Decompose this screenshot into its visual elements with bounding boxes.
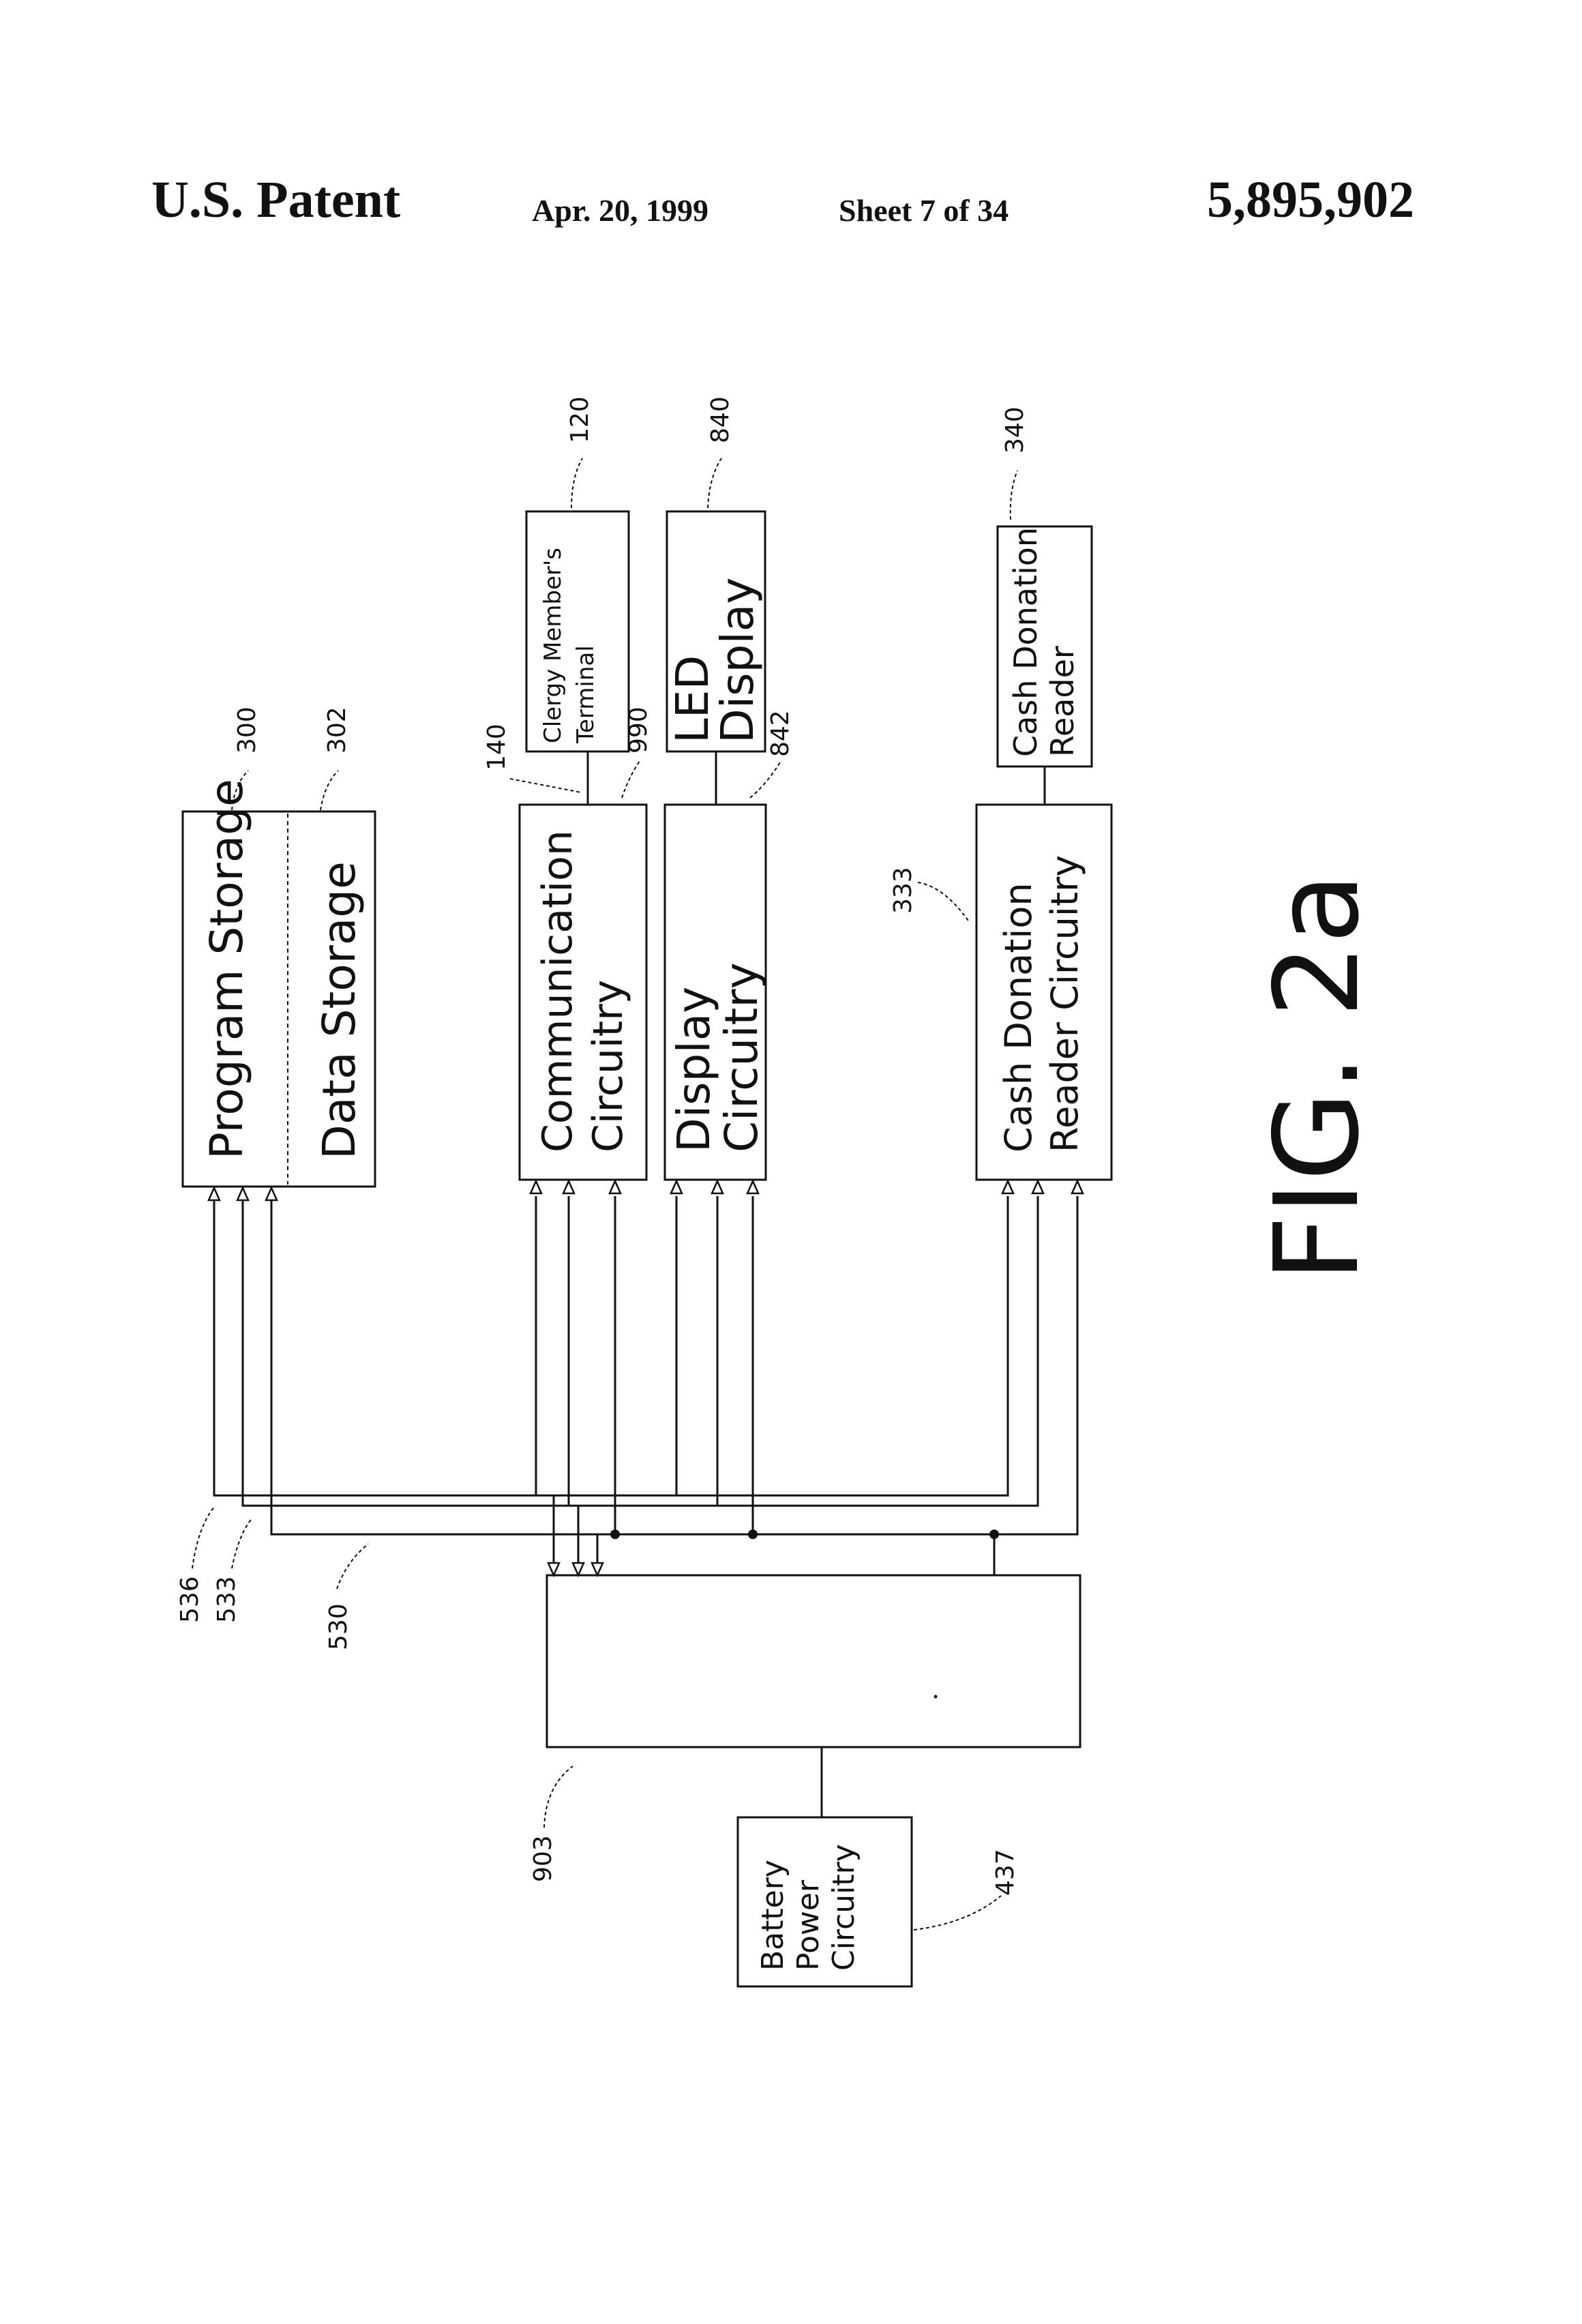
bus-536 (214, 1196, 1008, 1495)
arrow-icon (531, 1181, 541, 1193)
arrow-icon (1002, 1181, 1013, 1193)
battery-label-line2: Power (791, 1879, 826, 1971)
arrow-icon (747, 1181, 758, 1193)
ref-437: 437 (991, 1849, 1019, 1896)
processor-box (547, 1575, 1080, 1747)
leader-990 (622, 761, 640, 798)
leader-140 (510, 779, 581, 792)
comm-label-line2: Circuitry (584, 980, 632, 1152)
leader-333 (918, 882, 968, 921)
arrow-icon (1072, 1181, 1083, 1193)
ref-140: 140 (483, 724, 511, 771)
leader-903 (544, 1766, 573, 1828)
cash-circuitry-label-line2: Reader Circuitry (1043, 855, 1086, 1152)
led-label-line2: Display (711, 578, 764, 743)
figure-caption: FIG. 2a (1250, 873, 1385, 1282)
ref-333: 333 (889, 867, 917, 914)
leader-842 (750, 762, 780, 798)
arrow-icon (266, 1188, 277, 1200)
comm-label-line1: Communication (534, 830, 582, 1152)
arrow-icon (671, 1181, 682, 1193)
junction-dot (748, 1530, 758, 1539)
ref-903: 903 (529, 1835, 557, 1882)
ref-533: 533 (213, 1576, 241, 1623)
arrow-icon (563, 1181, 574, 1193)
clergy-label-line2: Terminal (572, 645, 599, 744)
arrow-icon (237, 1188, 248, 1200)
clergy-label-line1: Clergy Member's (539, 548, 567, 743)
ref-840: 840 (706, 396, 734, 443)
stray-mark (934, 1695, 938, 1699)
arrow-icon (548, 1563, 559, 1575)
display-label-line2: Circuitry (715, 962, 768, 1152)
leader-533 (232, 1518, 252, 1568)
battery-label-line3: Circuitry (826, 1844, 861, 1971)
leader-536 (192, 1507, 214, 1568)
arrow-icon (712, 1181, 723, 1193)
battery-label-line1: Battery (756, 1860, 790, 1971)
cash-reader-label-line1: Cash Donation (1007, 527, 1044, 757)
program-storage-label: Program Storage (200, 779, 253, 1159)
ref-340: 340 (1001, 406, 1029, 453)
ref-120: 120 (566, 396, 594, 443)
data-storage-label: Data Storage (313, 861, 365, 1159)
arrow-icon (209, 1188, 220, 1200)
ref-530: 530 (325, 1603, 353, 1650)
leader-340 (1011, 471, 1017, 520)
ref-536: 536 (176, 1576, 204, 1623)
ref-300: 300 (233, 706, 261, 754)
arrow-icon (1032, 1181, 1043, 1193)
cash-reader-label-line2: Reader (1044, 646, 1081, 757)
junction-dot (610, 1530, 620, 1539)
leader-120 (571, 458, 582, 508)
leader-302 (320, 771, 338, 810)
junction-dot (989, 1530, 999, 1539)
bus-533 (243, 1196, 1038, 1506)
arrow-icon (573, 1563, 584, 1575)
bus-530 (271, 1196, 1077, 1534)
leader-437 (914, 1896, 1001, 1930)
ref-990: 990 (625, 706, 653, 754)
ref-302: 302 (323, 706, 351, 754)
leader-530 (337, 1544, 368, 1589)
display-label-line1: Display (668, 987, 720, 1152)
leader-840 (708, 458, 721, 508)
cash-circuitry-label-line1: Cash Donation (997, 882, 1040, 1152)
arrow-icon (610, 1181, 621, 1193)
ref-842: 842 (766, 710, 794, 757)
arrow-icon (592, 1563, 603, 1575)
